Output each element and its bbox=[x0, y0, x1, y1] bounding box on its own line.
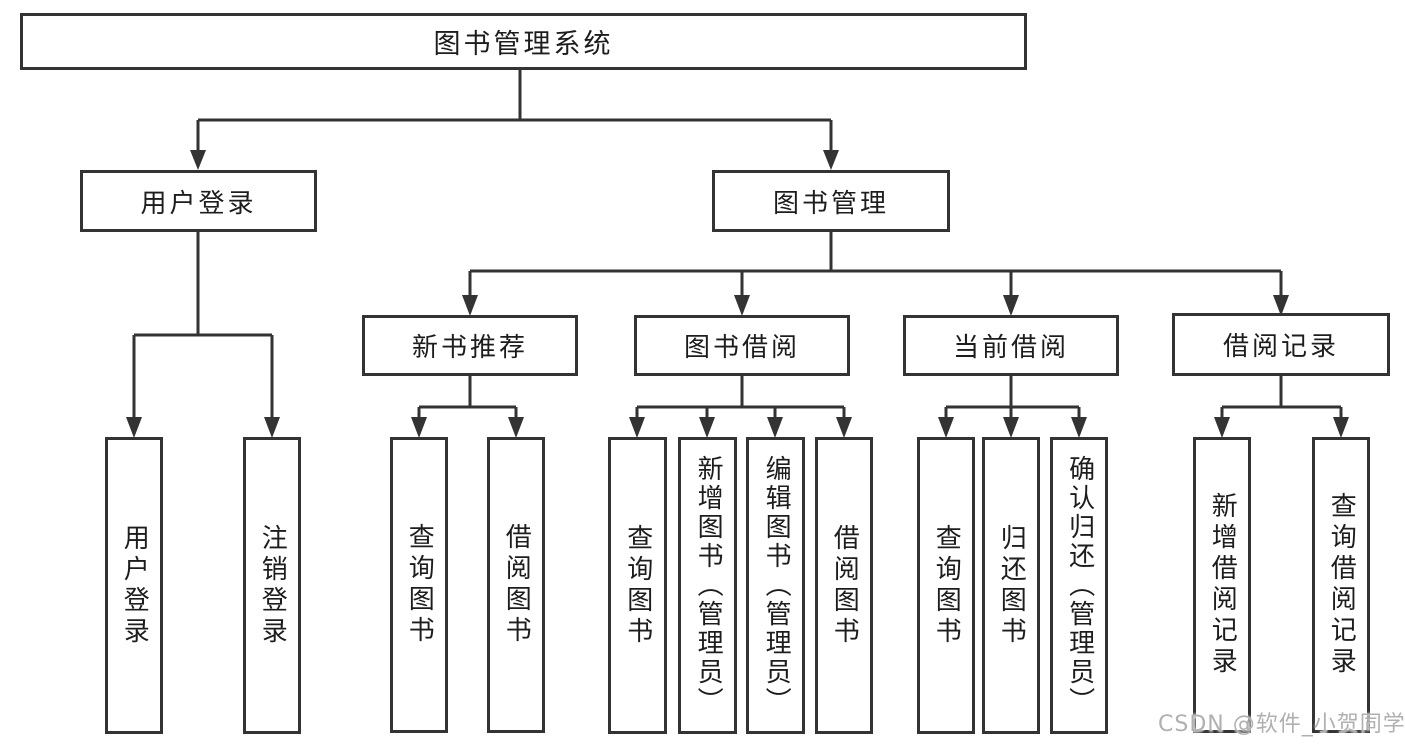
node-label: 查询图书 bbox=[622, 523, 653, 648]
node-current-borrowing: 当前借阅 bbox=[903, 315, 1119, 376]
node-edit-books-admin: 编辑图书（管理员） bbox=[746, 437, 805, 734]
node-borrow-books-recommend: 借阅图书 bbox=[487, 437, 545, 733]
node-label: 确认归还（管理员） bbox=[1064, 455, 1095, 716]
node-label: 借阅图书 bbox=[501, 523, 532, 647]
tree-edges bbox=[132, 70, 1343, 421]
node-label: 编辑图书（管理员） bbox=[761, 455, 792, 716]
node-label: 新增图书（管理员） bbox=[693, 455, 724, 716]
node-logout-leaf: 注销登录 bbox=[243, 437, 301, 734]
node-label: 查询图书 bbox=[931, 523, 962, 648]
node-book-management-module: 图书管理 bbox=[712, 170, 950, 232]
csdn-watermark: CSDN @软件_小贺同学 bbox=[1158, 712, 1405, 737]
node-return-books: 归还图书 bbox=[982, 437, 1040, 734]
node-user-login-module: 用户登录 bbox=[80, 170, 317, 232]
node-borrowing-records: 借阅记录 bbox=[1172, 313, 1390, 376]
node-label: 用户登录 bbox=[119, 523, 150, 648]
node-query-books-current: 查询图书 bbox=[917, 437, 975, 734]
node-query-books-borrowing: 查询图书 bbox=[608, 437, 667, 734]
node-new-book-recommendation: 新书推荐 bbox=[362, 315, 578, 376]
node-library-management-system: 图书管理系统 bbox=[20, 13, 1027, 70]
node-query-books-recommend: 查询图书 bbox=[390, 437, 448, 733]
node-label: 查询借阅记录 bbox=[1326, 492, 1357, 678]
node-confirm-return-admin: 确认归还（管理员） bbox=[1050, 437, 1108, 734]
node-label: 归还图书 bbox=[996, 523, 1027, 648]
node-query-borrow-record: 查询借阅记录 bbox=[1312, 437, 1370, 733]
node-add-borrow-record: 新增借阅记录 bbox=[1193, 437, 1251, 733]
node-book-borrowing: 图书借阅 bbox=[634, 315, 850, 376]
node-add-books-admin: 新增图书（管理员） bbox=[678, 437, 737, 734]
node-label: 注销登录 bbox=[257, 523, 288, 648]
node-user-login-leaf: 用户登录 bbox=[105, 437, 163, 734]
node-label: 借阅图书 bbox=[829, 523, 860, 648]
node-label: 查询图书 bbox=[404, 523, 435, 647]
node-label: 新增借阅记录 bbox=[1207, 492, 1238, 678]
node-borrow-books-borrowing: 借阅图书 bbox=[815, 437, 873, 734]
